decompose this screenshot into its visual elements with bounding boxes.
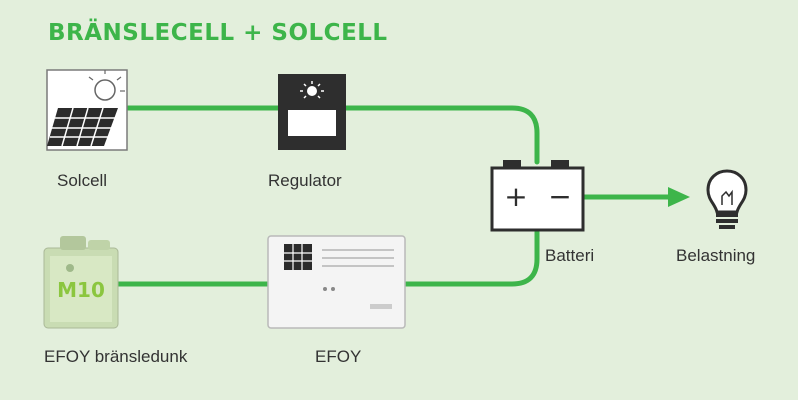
node-label-regulator: Regulator <box>268 171 342 190</box>
connection-lines <box>115 105 675 287</box>
fuel-canister-icon: M10 <box>43 236 119 329</box>
node-label-solcell: Solcell <box>57 171 108 190</box>
arrow-head-icon <box>668 187 690 207</box>
battery-icon: + − <box>490 160 585 232</box>
canister-brand-label: M10 <box>57 278 105 302</box>
fuel-cell-unit-icon <box>267 235 406 329</box>
line-efoy-to-battery <box>402 229 540 287</box>
light-bulb-icon <box>706 169 748 229</box>
node-label-belastning: Belastning <box>676 246 756 265</box>
line-regulator-to-battery <box>343 105 540 165</box>
diagram-title: BRÄNSLECELL + SOLCELL <box>48 20 388 46</box>
node-label-efoy-bransledunk: EFOY bränsledunk <box>44 347 188 366</box>
node-label-batteri: Batteri <box>545 246 595 265</box>
battery-minus-sign: − <box>548 180 571 213</box>
charge-regulator-icon <box>278 74 346 150</box>
solar-panel-icon <box>46 69 128 151</box>
node-label-efoy: EFOY <box>315 347 362 366</box>
battery-plus-sign: + <box>504 180 527 213</box>
